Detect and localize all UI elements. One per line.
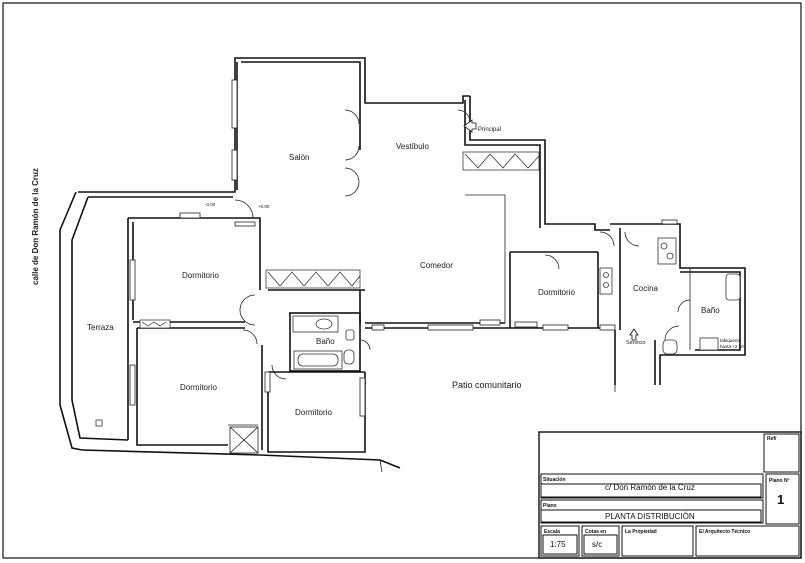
level-a: -0.00 [205, 202, 216, 207]
walls [59, 57, 746, 473]
title-block [538, 431, 802, 559]
propiedad-label: La Propiedad [625, 529, 657, 535]
label-servicio: Servicio [626, 340, 646, 346]
situacion-label: Situación [543, 477, 566, 483]
cotas-label: Cotas en [585, 529, 606, 535]
label-terraza: Terraza [87, 323, 114, 332]
ref-label: Ref/ [767, 436, 777, 442]
arquitecto-label: El Arquitecto Técnico [699, 529, 750, 535]
label-dormitorio-2: Dormitorio [180, 383, 217, 392]
cotas-value: s/c [592, 540, 602, 549]
tabiqueria-level: hasta +2.50 [720, 344, 744, 349]
windows [129, 79, 678, 417]
label-patio: Patio comunitario [452, 380, 522, 390]
service-arrow-icon [629, 328, 639, 341]
plano-no-value: 1 [777, 492, 784, 507]
door-swings [234, 109, 691, 380]
entrance-arrow-icon [463, 119, 477, 133]
plano-no-label: Plano Nº [769, 478, 790, 484]
situacion-value: c/ Don Ramón de la Cruz [605, 483, 695, 492]
plano-label: Plano [543, 503, 557, 509]
label-salon: Salón [289, 153, 309, 162]
label-comedor: Comedor [420, 261, 453, 270]
tabiqueria-label: tabiquería [720, 338, 741, 343]
label-bano-1: Baño [316, 337, 335, 346]
label-vestibulo: Vestíbulo [396, 142, 429, 151]
label-principal: Principal [478, 127, 501, 133]
level-b: +0.00 [258, 204, 270, 209]
label-dormitorio-4: Dormitorio [538, 288, 575, 297]
fixtures [95, 237, 741, 427]
escala-value: 1:75 [550, 540, 566, 549]
wardrobes [139, 151, 540, 329]
label-dormitorio-3: Dormitorio [295, 408, 332, 417]
label-cocina: Cocina [633, 284, 658, 293]
plano-value: PLANTA DISTRIBUCIÓN [605, 512, 695, 521]
label-bano-2: Baño [701, 306, 720, 315]
street-label: calle de Don Ramón de la Cruz [31, 168, 40, 285]
label-dormitorio-1: Dormitorio [182, 271, 219, 280]
escala-label: Escala [544, 529, 560, 535]
